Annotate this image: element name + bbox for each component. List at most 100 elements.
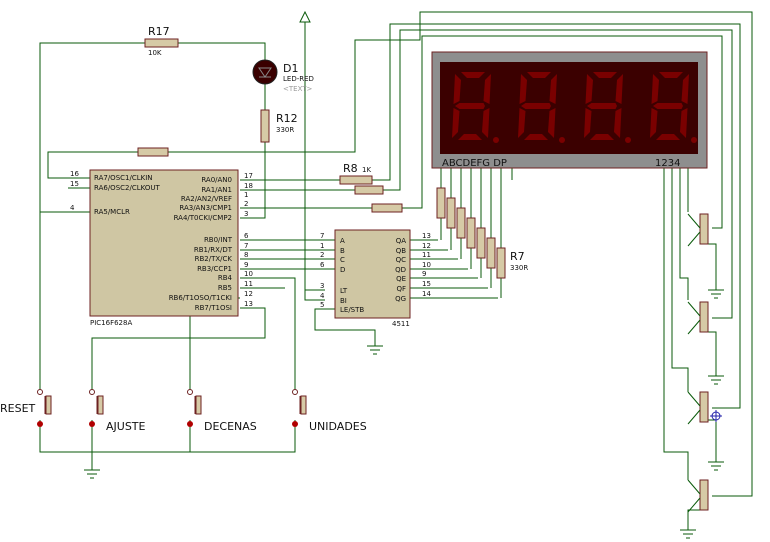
mcu-body [89,169,239,317]
decoder-pin-label: QB [396,247,407,255]
decoder-pin-label: QE [396,275,406,283]
mcu-pin-number: 4 [70,204,75,212]
vcc-arrow-icon [299,10,311,23]
mcu-pin-label: RB5 [218,284,232,292]
transistor-q1 [687,213,709,247]
mcu-pin-label: RB6/T1OSO/T1CKI [169,294,232,302]
r17-ref: R17 [148,25,170,38]
mcu-pin-number: 16 [70,170,79,178]
r12-value: 330R [276,126,294,134]
d1-text: <TEXT> [283,85,313,93]
decoder-pin-label: C [340,256,345,264]
r17-value: 10K [148,49,162,57]
mcu-pin-number: 10 [244,270,253,278]
button-unidades[interactable]: UNIDADES [292,389,367,434]
mcu-pin-number: 7 [244,242,248,250]
r7-ref: R7 [510,250,525,263]
ground-icon [708,289,724,299]
decoder-pin-label: QD [395,266,406,274]
decoder-pin-number: 5 [320,301,324,309]
decoder-pin-number: 12 [422,242,431,250]
button-label: AJUSTE [106,420,146,433]
display-segments-label: ABCDEFG DP [442,158,507,169]
mcu-pin-label: RA5/MCLR [94,208,130,216]
transistor-q3 [687,391,722,425]
decoder-pin-number: 7 [320,232,324,240]
decoder-pin-label: A [340,237,345,245]
mcu-ref: PIC16F628A [90,319,132,327]
seven-segment-display: ABCDEFG DP 1234 [431,51,708,169]
button-label: RESET [0,402,36,415]
mcu-pin-number: 17 [244,172,253,180]
mcu-pin-label: RB0/INT [204,236,233,244]
r7-value: 330R [510,264,528,272]
mcu-pin-number: 8 [244,251,248,259]
r8-value: 1K [362,166,371,174]
mcu-pin-number: 2 [244,200,248,208]
wires [39,11,753,530]
ground-icon [708,461,724,471]
decoder-pin-number: 15 [422,280,431,288]
d1-ref: D1 [283,62,298,75]
decoder-pin-label: BI [340,297,347,305]
decoder-ref: 4511 [392,320,410,328]
ground-icon [367,345,383,355]
ground-icon [708,375,724,385]
decoder-pin-label: B [340,247,345,255]
mcu-pin-number: 1 [244,191,248,199]
mcu-pin-label: RA0/AN0 [201,176,232,184]
mcu-pin-label: RA2/AN2/VREF [181,195,232,203]
ground-icon [84,469,100,479]
mcu-pin-number: 6 [244,232,249,240]
display-digit [584,72,631,143]
ra1-resistor [354,185,384,195]
decoder-body [334,229,411,319]
mcu-pin-label: RA6/OSC2/CLKOUT [94,184,160,192]
decoder-pin-number: 14 [422,290,431,298]
d1-led: D1 LED-RED <TEXT> [252,59,314,93]
transistors [687,213,722,513]
mcu-pin-label: RA7/OSC1/CLKIN [94,174,153,182]
mcu-pin-label: RA3/AN3/CMP1 [179,204,232,212]
r17-resistor: R17 10K [144,25,179,57]
button-reset[interactable]: RESET [0,389,52,428]
transistor-q4 [687,479,709,513]
r8-ref: R8 [343,162,358,175]
mcu-pin-number: 13 [244,300,253,308]
mcu-pin-number: 18 [244,182,253,190]
mcu-pin-label: RA4/T0CKI/CMP2 [174,214,232,222]
decoder-pin-number: 1 [320,242,324,250]
decoder-pin-number: 10 [422,261,431,269]
decoder-pin-number: 2 [320,251,324,259]
mcu-pin-label: RB3/CCP1 [197,265,232,273]
mcu-pin-label: RB7/T1OSI [195,304,232,312]
display-digit [452,72,499,143]
display-digit [518,72,565,143]
decoder-pin-label: QA [396,237,407,245]
decoder-pin-number: 11 [422,251,431,259]
transistor-q2 [687,301,709,335]
r8-resistor: R8 1K [339,162,373,185]
mcu-pin-label: RA1/AN1 [201,186,232,194]
decoder-pin-label: D [340,266,345,274]
decoder-pin-label: QG [395,295,406,303]
decoder-pin-number: 13 [422,232,431,240]
r7-resistor-array: R7 330R [436,187,528,279]
decoder-pin-number: 4 [320,292,325,300]
decoder-pin-label: LT [340,287,348,295]
r12-ref: R12 [276,112,298,125]
decoder-pin-number: 9 [422,270,426,278]
mcu-pin-label: RB2/TX/CK [195,255,233,263]
mcu-pin-number: 15 [70,180,79,188]
mcu-pin-number: 11 [244,280,253,288]
display-digit [650,72,697,143]
button-ajuste[interactable]: AJUSTE [89,389,146,434]
d1-value: LED-RED [283,75,314,83]
button-decenas[interactable]: DECENAS [187,389,257,434]
ground-symbols [84,289,724,539]
decoder-pin-number: 3 [320,282,324,290]
